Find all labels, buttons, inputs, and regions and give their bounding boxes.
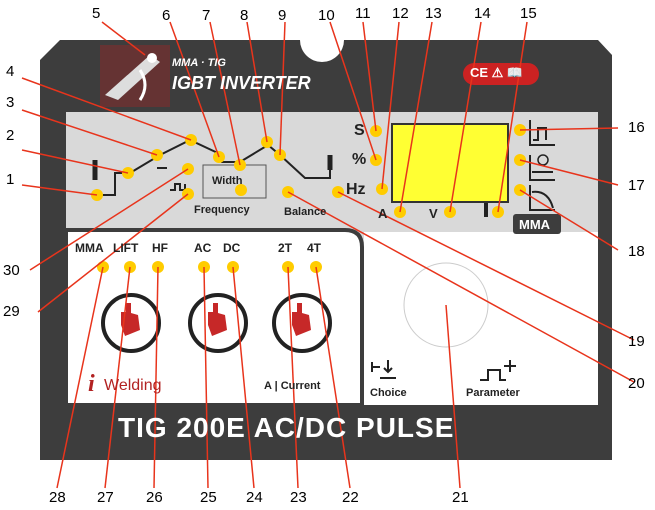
callout-15: 15 — [520, 5, 537, 22]
mma-badge-bg — [513, 214, 561, 234]
callout-14: 14 — [474, 5, 491, 22]
label-hf: HF — [152, 241, 168, 255]
callout-7: 7 — [202, 7, 211, 24]
choice-icon — [371, 360, 396, 379]
brand-main: IGBT INVERTER — [172, 73, 311, 93]
label-dc: DC — [223, 241, 241, 255]
callout-22: 22 — [342, 489, 359, 506]
label-a: A — [378, 206, 388, 221]
logo-letter: i — [88, 371, 95, 397]
callout-10: 10 — [318, 7, 335, 24]
callout-30: 30 — [3, 262, 20, 279]
torch-logo-icon — [100, 45, 170, 107]
parameter-icon — [480, 360, 516, 381]
label-ac: AC — [194, 241, 212, 255]
callout-20: 20 — [628, 375, 645, 392]
label-hz: Hz — [346, 181, 366, 198]
callout-4: 4 — [6, 63, 15, 80]
waveform-icon-18 — [529, 185, 555, 211]
callout-24: 24 — [246, 489, 263, 506]
button-current[interactable] — [188, 293, 248, 353]
label-mma-badge: MMA — [519, 217, 551, 232]
button-process[interactable] — [101, 293, 161, 353]
callout-18: 18 — [628, 243, 645, 260]
title-strip — [40, 405, 612, 460]
logo-word: Welding — [104, 377, 162, 394]
callout-2: 2 — [6, 127, 15, 144]
warning-marks: CE ⚠ 📖 — [470, 65, 524, 80]
callout-26: 26 — [146, 489, 163, 506]
callout-9: 9 — [278, 7, 287, 24]
label-width: Width — [212, 175, 243, 187]
label-balance: Balance — [284, 206, 327, 218]
callout-5: 5 — [92, 5, 101, 22]
label-frequency: Frequency — [194, 204, 250, 216]
callout-17: 17 — [628, 177, 645, 194]
callout-6: 6 — [162, 7, 171, 24]
callout-23: 23 — [290, 489, 307, 506]
callout-3: 3 — [6, 94, 15, 111]
label-mma: MMA — [75, 241, 104, 255]
callout-8: 8 — [240, 7, 249, 24]
button-trigger[interactable] — [272, 293, 332, 353]
callout-11: 11 — [355, 5, 371, 22]
callout-lines — [21, 21, 635, 489]
label-parameter: Parameter — [466, 387, 520, 399]
callout-19: 19 — [628, 333, 645, 350]
callout-13: 13 — [425, 5, 442, 22]
callout-16: 16 — [628, 119, 645, 136]
label-v: V — [429, 206, 438, 221]
model-title: TIG 200E AC/DC PULSE — [118, 412, 455, 443]
callout-27: 27 — [97, 489, 114, 506]
led-20 — [235, 184, 247, 196]
callout-21: 21 — [452, 489, 469, 506]
callout-25: 25 — [200, 489, 217, 506]
label-lift: LIFT — [113, 241, 139, 255]
label-4t: 4T — [307, 241, 322, 255]
callout-1: 1 — [6, 171, 15, 188]
label-s: S — [354, 122, 365, 139]
label-2t: 2T — [278, 241, 293, 255]
waveform-icon-17 — [529, 155, 555, 181]
callout-28: 28 — [49, 489, 66, 506]
display-screen — [391, 123, 509, 203]
callout-29: 29 — [3, 303, 20, 320]
label-choice: Choice — [370, 387, 407, 399]
label-current: A | Current — [264, 380, 321, 392]
label-percent: % — [352, 151, 367, 168]
waveform-icon-16 — [529, 120, 555, 146]
brand-top: MMA · TIG — [172, 57, 226, 69]
callout-12: 12 — [392, 5, 409, 22]
